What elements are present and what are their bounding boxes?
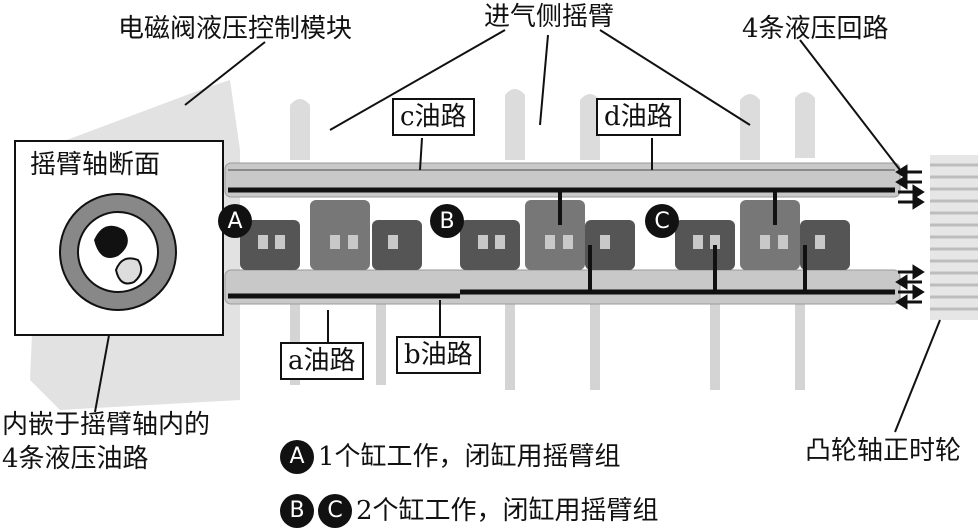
legend-marker-b: B (280, 494, 314, 528)
cam-gear-label: 凸轮轴正时轮 (805, 436, 961, 466)
flow-arrows (898, 167, 922, 307)
rocker-arms-top (290, 89, 815, 160)
valve-stems-bottom (290, 300, 805, 390)
cam-timing-gear (930, 155, 978, 320)
embedded-lines-label-1: 内嵌于摇臂轴内的 (2, 410, 210, 440)
oil-line-b-label: b油路 (396, 336, 481, 374)
legend-row-1: A 1个缸工作，闭缸用摇臂组 (280, 440, 621, 474)
four-circuits-label: 4条液压回路 (742, 14, 889, 44)
oil-line-a-label: a油路 (280, 342, 364, 380)
legend-row-1-text: 1个缸工作，闭缸用摇臂组 (318, 442, 621, 472)
legend-marker-a: A (280, 440, 314, 474)
legend-row-2-text: 2个缸工作，闭缸用摇臂组 (356, 496, 659, 526)
oil-line-d-label: d油路 (596, 98, 681, 136)
marker-b: B (430, 204, 464, 238)
marker-a: A (218, 204, 252, 238)
intake-rocker-label: 进气侧摇臂 (484, 2, 614, 32)
lower-rocker-shaft (225, 270, 900, 304)
embedded-lines-label-2: 4条液压油路 (2, 444, 149, 474)
legend-marker-c: C (318, 494, 352, 528)
solenoid-module-label: 电磁阀液压控制模块 (118, 14, 352, 44)
legend-row-2: B C 2个缸工作，闭缸用摇臂组 (280, 494, 659, 528)
shaft-section-label: 摇臂轴断面 (30, 150, 160, 180)
marker-c: C (645, 204, 679, 238)
oil-line-c-label: c油路 (392, 98, 475, 136)
